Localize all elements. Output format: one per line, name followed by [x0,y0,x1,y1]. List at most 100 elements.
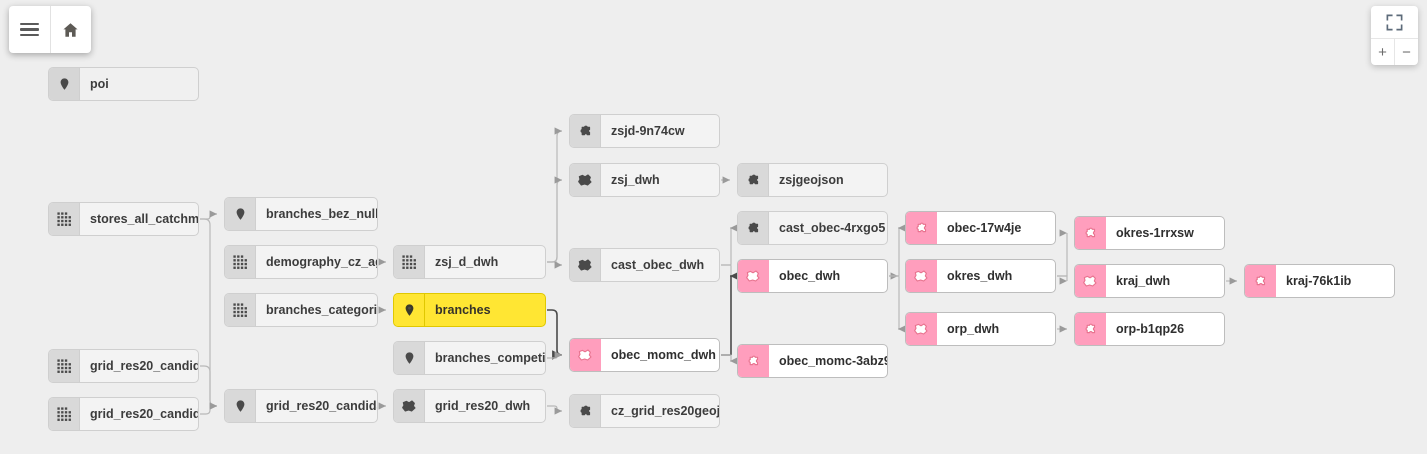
graph-node-cast_obec-4rxgo5[interactable]: cast_obec-4rxgo5 [737,211,888,245]
graph-node-cz_grid_res20geojson[interactable]: cz_grid_res20geojsor [569,394,720,428]
node-label: branches_competitive [435,351,545,365]
edge-grid_res20_candidate_b-to-grid_res20_candidate_c [200,402,218,415]
graph-node-obec-17w4je[interactable]: obec-17w4je [905,211,1056,245]
node-icon-location-pin-icon [394,294,425,326]
node-label: branches_categories_ [266,303,377,317]
zoom-out-button[interactable]: − [1402,43,1411,61]
node-icon-puzzle-icon [1245,265,1276,297]
graph-node-branches_competitive[interactable]: branches_competitive [393,341,546,375]
puzzle-icon [1085,227,1095,237]
graph-node-cast_obec_dwh[interactable]: cast_obec_dwh [569,248,720,282]
puzzle-icon [748,174,758,184]
cloud-icon [578,349,592,361]
graph-node-kraj_dwh[interactable]: kraj_dwh [1074,264,1225,298]
graph-node-zsj_d_dwh[interactable]: zsj_d_dwh [393,245,546,279]
location-pin-icon [236,400,244,412]
grid-dots-icon [232,254,247,269]
node-label: obec-17w4je [947,221,1022,235]
edge-stores_all_catchment-to-branches_bez_null [200,210,218,220]
node-icon-cloud-icon [394,390,425,422]
graph-node-grid_res20_candidate_a[interactable]: grid_res20_candidate [48,349,199,383]
node-icon-grid-dots-icon [225,246,256,278]
node-icon-puzzle-icon [570,115,601,147]
node-label: grid_res20_candidate [90,359,198,373]
puzzle-icon [1255,275,1265,285]
node-label: grid_res20_candidate [266,399,377,413]
node-label: obec_momc_dwh [611,348,716,362]
grid-dots-icon [56,358,71,373]
node-label: zsjd-9n74cw [611,124,685,138]
edge-obec_dwh-to-obec-17w4je [889,224,906,277]
node-icon-location-pin-icon [225,390,256,422]
graph-node-grid_res20_candidate_c[interactable]: grid_res20_candidate [224,389,378,423]
node-icon-puzzle-icon [738,345,769,377]
graph-node-obec_dwh[interactable]: obec_dwh [737,259,888,293]
node-icon-location-pin-icon [49,68,80,100]
node-icon-puzzle-icon [570,395,601,427]
graph-node-orp-b1qp26[interactable]: orp-b1qp26 [1074,312,1225,346]
node-icon-cloud-icon [906,313,937,345]
graph-node-zsjd-9n74cw[interactable]: zsjd-9n74cw [569,114,720,148]
node-label: obec_momc-3abz9t [779,354,887,368]
node-label: okres-1rrxsw [1116,226,1194,240]
edge-obec_momc_dwh-to-obec_momc-3abz9t [721,354,738,365]
edge-cast_obec_dwh-to-cast_obec-4rxgo5 [721,224,738,266]
puzzle-icon [1085,323,1095,333]
node-label: branches_bez_null [266,207,377,221]
location-pin-icon [405,352,413,364]
graph-node-okres_dwh[interactable]: okres_dwh [905,259,1056,293]
node-icon-puzzle-icon [738,212,769,244]
node-icon-grid-dots-icon [49,203,80,235]
graph-node-orp_dwh[interactable]: orp_dwh [905,312,1056,346]
fit-screen-button[interactable] [1371,6,1418,39]
graph-node-poi[interactable]: poi [48,67,199,101]
home-button[interactable] [50,6,91,53]
graph-node-demography_cz_age_[interactable]: demography_cz_age_ [224,245,378,279]
graph-node-okres-1rrxsw[interactable]: okres-1rrxsw [1074,216,1225,250]
edge-stores_all_catchment-to-grid_res20_candidate_c [200,218,218,410]
grid-dots-icon [56,406,71,421]
top-left-toolbar[interactable] [9,6,91,53]
node-label: branches [435,303,491,317]
menu-button[interactable] [9,6,50,53]
node-icon-grid-dots-icon [394,246,425,278]
node-label: cast_obec-4rxgo5 [779,221,886,235]
node-label: poi [90,77,109,91]
graph-node-branches_categories_[interactable]: branches_categories_ [224,293,378,327]
node-icon-puzzle-icon [738,164,769,196]
node-icon-puzzle-icon [1075,313,1106,345]
cloud-icon [578,174,592,186]
graph-node-kraj-76k1ib[interactable]: kraj-76k1ib [1244,264,1395,298]
graph-node-grid_res20_candidate_b[interactable]: grid_res20_candidate [48,397,199,431]
zoom-controls[interactable]: + − [1371,6,1418,65]
graph-node-stores_all_catchment[interactable]: stores_all_catchment [48,202,199,236]
cloud-icon [402,400,416,412]
edge-zsj_d_dwh-to-zsjd-9n74cw [547,127,563,263]
puzzle-icon [580,125,590,135]
node-icon-grid-dots-icon [225,294,256,326]
node-label: okres_dwh [947,269,1013,283]
edge-obec_dwh-to-orp_dwh [889,275,906,333]
location-pin-icon [405,304,413,316]
graph-node-grid_res20_dwh[interactable]: grid_res20_dwh [393,389,546,423]
node-icon-cloud-icon [1075,265,1106,297]
graph-node-obec_momc_dwh[interactable]: obec_momc_dwh [569,338,720,372]
graph-node-zsj_dwh[interactable]: zsj_dwh [569,163,720,197]
graph-node-zsjgeojson[interactable]: zsjgeojson [737,163,888,197]
node-icon-cloud-icon [738,260,769,292]
edge-obec_momc_dwh-to-obec_dwh [721,271,740,356]
node-label: cast_obec_dwh [611,258,705,272]
fit-screen-icon [1386,14,1403,30]
graph-node-obec_momc-3abz9t[interactable]: obec_momc-3abz9t [737,344,888,378]
edge-branches_competitive-to-obec_momc_dwh [547,351,563,359]
graph-node-branches_bez_null[interactable]: branches_bez_null [224,197,378,231]
cloud-icon [578,259,592,271]
node-icon-cloud-icon [570,164,601,196]
node-icon-cloud-icon [906,260,937,292]
zoom-in-button[interactable]: + [1371,39,1395,65]
node-label: zsjgeojson [779,173,844,187]
puzzle-icon [580,405,590,415]
graph-node-branches[interactable]: branches [393,293,546,327]
edge-branches-to-obec_momc_dwh [547,309,563,360]
